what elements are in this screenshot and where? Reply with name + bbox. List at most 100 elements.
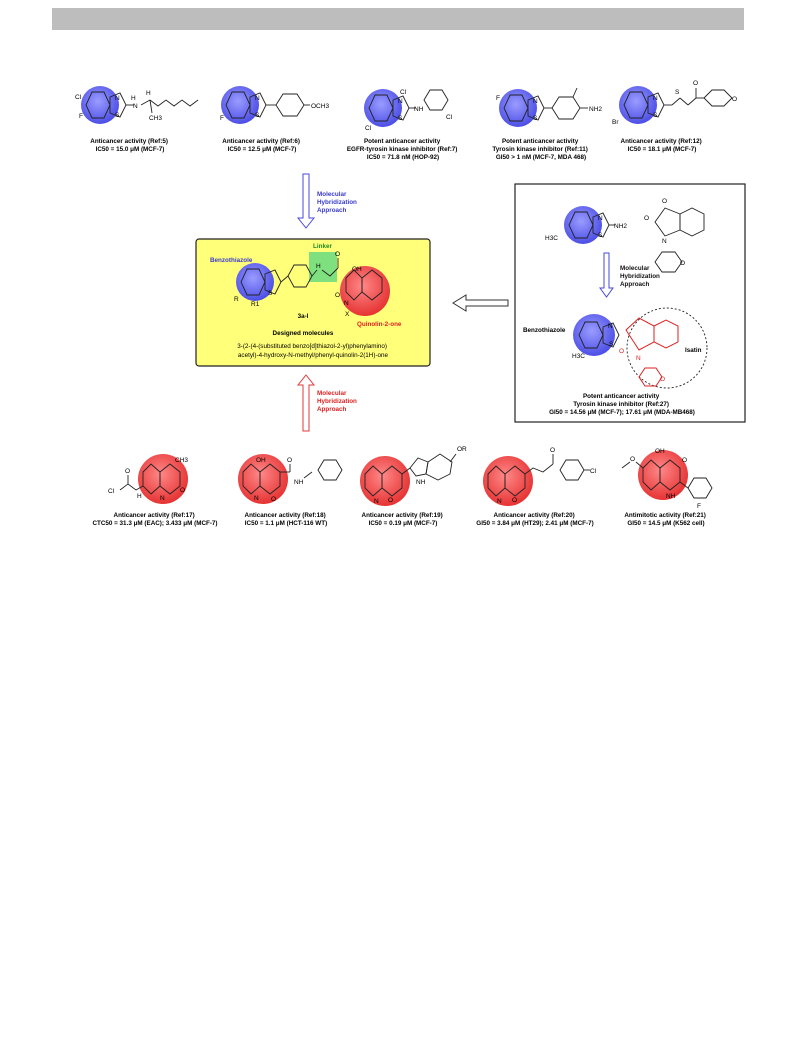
atom-s: S: [398, 115, 403, 122]
linker-label: Linker: [313, 243, 332, 250]
designed-molecules-box: Linker Benzothiazole R R1 S H O OH O N X…: [195, 238, 431, 367]
isatin-hybrid-box: H3C N S NH2 O O N O Molecular Hybridizat…: [514, 183, 746, 423]
atom-cl: Cl: [365, 125, 372, 132]
bottom-caption-2: Anticancer activity (Ref:18) IC50 = 1.1 …: [245, 512, 328, 527]
atom-o: O: [682, 457, 687, 464]
atom-n: N: [254, 495, 259, 502]
atom-s: S: [255, 112, 260, 119]
atom-n: N: [255, 95, 260, 102]
atom-or: OR: [457, 446, 467, 453]
atom-n: N: [344, 300, 349, 307]
bottom-caption-5: Antimitotic activity (Ref:21) GI50 = 14.…: [624, 512, 707, 527]
top-caption-5: Anticancer activity (Ref:12) IC50 = 18.1…: [621, 138, 704, 153]
atom-f: F: [496, 95, 500, 102]
atom-nh: NH: [414, 106, 424, 113]
top-compound-1: Cl F N S N H H CH3: [75, 86, 199, 124]
quinolinone-highlight: [638, 450, 688, 500]
benzothiazole-label: Benzothiazole: [210, 257, 253, 264]
atom-o3: O: [680, 260, 685, 267]
atom-nh: H: [316, 263, 321, 270]
atom-h: H: [137, 493, 142, 500]
atom-cl: Cl: [108, 488, 115, 495]
quinolinone-highlight: [340, 266, 390, 316]
bottom-compound-2: OH O N O NH: [238, 454, 343, 504]
atom-f: F: [79, 113, 83, 120]
left-hybrid-arrow: [452, 294, 509, 312]
atom-n: N: [115, 95, 120, 102]
atom-x: X: [345, 311, 350, 318]
bottom-caption-3: Anticancer activity (Ref:19) IC50 = 0.19…: [362, 512, 445, 527]
top-caption-1: Anticancer activity (Ref:5) IC50 = 15.0 …: [90, 138, 169, 153]
atom-o2: O: [550, 447, 555, 454]
bottom-hybridization-arrow: Molecular Hybridization Approach: [296, 374, 359, 432]
atom-o5: O: [660, 376, 665, 383]
atom-s: S: [115, 112, 120, 119]
atom-f: F: [220, 115, 224, 122]
bottom-compound-5: OH O NH O F: [621, 448, 713, 510]
atom-nh2: NH2: [614, 223, 627, 230]
atom-o4: O: [619, 348, 624, 355]
right-box-caption: Potent anticancer activity Tyrosin kinas…: [549, 393, 695, 416]
atom-cl3: Cl: [446, 114, 453, 121]
atom-n3: N: [608, 323, 613, 330]
atom-n2: N: [133, 103, 138, 110]
atom-ch3: CH3: [149, 115, 162, 122]
atom-o: O: [388, 497, 393, 504]
top-compound-5: Br N S S O O: [612, 80, 737, 126]
bottom-caption-4: Anticancer activity (Ref:20) GI50 = 3.84…: [476, 512, 593, 527]
atom-nh2: NH2: [589, 106, 602, 113]
atom-o2: O: [125, 468, 130, 475]
quinolinone-highlight: [238, 454, 288, 504]
atom-oh: OH: [256, 457, 266, 464]
atom-o-methoxy: O: [630, 456, 635, 463]
atom-nh: NH: [294, 479, 304, 486]
atom-och3: OCH3: [311, 103, 329, 110]
atom-o: O: [180, 487, 185, 494]
atom-h3c: H3C: [545, 235, 558, 242]
bottom-caption-1: Anticancer activity (Ref:17) CTC50 = 31.…: [92, 512, 217, 527]
atom-n4: N: [636, 355, 641, 362]
atom-s: S: [268, 290, 273, 297]
top-hybridization-arrow: Molecular Hybridization Approach: [296, 173, 359, 229]
atom-br: Br: [612, 119, 619, 126]
quinolinone-highlight: [360, 456, 410, 506]
top-compound-4: F N S NH2: [496, 87, 602, 127]
atom-h: H: [131, 95, 136, 102]
atom-o: O: [271, 496, 276, 503]
atom-cl2: Cl: [400, 89, 407, 96]
bottom-compound-4: O N O Cl: [483, 447, 597, 506]
atom-oh: OH: [655, 448, 665, 455]
atom-s2: S: [609, 341, 614, 348]
right-arrow-label: Molecular Hybridization Approach: [620, 265, 662, 288]
isatin-dashed-circle: [626, 307, 708, 389]
atom-s2: S: [675, 89, 680, 96]
bottom-compound-1: CH3 O N O H Cl: [108, 454, 188, 504]
top-arrow-label: Molecular Hybridization Approach: [317, 191, 359, 214]
atom-oh: OH: [352, 266, 362, 273]
top-compound-2: F N S OCH3: [220, 86, 329, 124]
compound-code: 3a-l: [298, 313, 309, 320]
atom-r1: R1: [251, 301, 260, 308]
atom-nh: NH: [416, 479, 426, 486]
bottom-arrow-label: Molecular Hybridization Approach: [317, 390, 359, 413]
atom-o2: O: [287, 457, 292, 464]
atom-h3c-2: H3C: [572, 353, 585, 360]
atom-f: F: [697, 503, 701, 510]
atom-n: N: [374, 498, 379, 505]
atom-nh: NH: [666, 493, 676, 500]
top-compound-3: Cl N S NH Cl Cl: [364, 89, 453, 132]
top-caption-4: Potent anticancer activity Tyrosin kinas…: [492, 138, 589, 161]
atom-o1: O: [662, 198, 667, 205]
bottom-compound-3: O N NH OR: [360, 446, 467, 506]
atom-o: O: [512, 497, 517, 504]
right-benzothiazole-label: Benzothiazole: [523, 327, 566, 334]
isatin-label: Isatin: [685, 347, 702, 354]
atom-s: S: [598, 232, 603, 239]
designed-molecules-name: 3-(2-(4-(substituted benzo[d]thiazol-2-y…: [237, 343, 389, 359]
atom-n: N: [398, 98, 403, 105]
atom-n: N: [533, 98, 538, 105]
linker-highlight: [309, 252, 337, 282]
atom-s: S: [653, 112, 658, 119]
top-gray-header-bar: [52, 8, 744, 30]
